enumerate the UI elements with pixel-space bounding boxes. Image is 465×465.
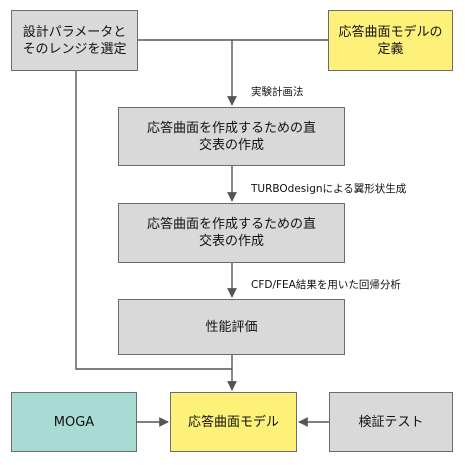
rsm-model-text: 応答曲面モデル bbox=[187, 414, 279, 430]
moga-text: MOGA bbox=[53, 414, 95, 430]
ortho-table-box-2: 応答曲面を作成するための直交表の作成 bbox=[118, 203, 345, 263]
rsm-model-box: 応答曲面モデル bbox=[170, 392, 297, 452]
ortho-table-text-2: 応答曲面を作成するための直交表の作成 bbox=[146, 217, 316, 249]
ortho-table-text-1: 応答曲面を作成するための直交表の作成 bbox=[146, 120, 316, 153]
perf-eval-box: 性能評価 bbox=[118, 299, 345, 355]
param-select-box: 設計パラメータとそのレンジを選定 bbox=[11, 10, 138, 71]
cfd-fea-label: CFD/FEA結果を用いた回帰分析 bbox=[251, 279, 401, 291]
perf-eval-text: 性能評価 bbox=[205, 319, 258, 335]
param-select-text: 設計パラメータとそのレンジを選定 bbox=[22, 24, 127, 57]
verify-test-text: 検証テスト bbox=[358, 414, 424, 430]
rsm-define-text: 応答曲面モデルの定義 bbox=[338, 24, 443, 57]
ortho-table-box-1: 応答曲面を作成するための直交表の作成 bbox=[118, 107, 345, 166]
turbodesign-label: TURBOdesignによる翼形状生成 bbox=[251, 183, 407, 195]
verify-test-box: 検証テスト bbox=[329, 392, 453, 452]
moga-box: MOGA bbox=[11, 392, 137, 452]
rsm-define-box: 応答曲面モデルの定義 bbox=[328, 10, 453, 71]
doe-label: 実験計画法 bbox=[251, 86, 304, 98]
